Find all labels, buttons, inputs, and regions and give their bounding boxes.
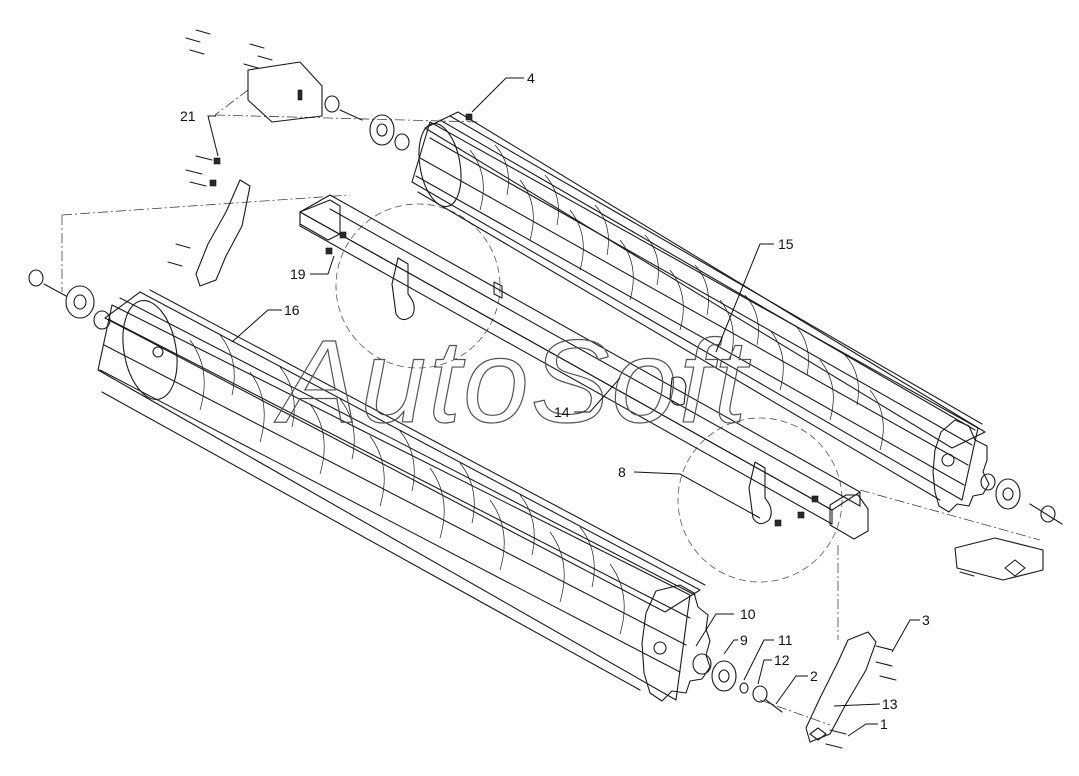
bearings-and-washers [28, 95, 1063, 713]
callout-8: 8 [618, 464, 626, 480]
callout-12: 12 [774, 652, 790, 668]
callout-3: 3 [922, 612, 930, 628]
watermark: AutoSoft [274, 316, 751, 448]
alignment-lines [61, 89, 1041, 726]
callout-1: 1 [880, 716, 888, 732]
callout-14: 14 [554, 404, 570, 420]
detail-circle-upper [335, 203, 501, 369]
callout-9: 9 [740, 632, 748, 648]
callout-4: 4 [527, 70, 535, 86]
frame-beam [299, 194, 869, 540]
callout-19: 19 [290, 266, 306, 282]
callout-21: 21 [180, 108, 196, 124]
callout-11: 11 [778, 632, 793, 648]
callout-16: 16 [284, 302, 300, 318]
callout-2: 2 [810, 668, 818, 684]
callout-15: 15 [778, 236, 794, 252]
lower-roller [97, 289, 711, 702]
callout-labels: 4 21 19 15 16 14 8 10 9 11 12 2 3 13 1 [180, 70, 930, 732]
detail-circle-lower [677, 417, 843, 583]
bracket-plates [195, 61, 1044, 743]
callout-leaders [207, 77, 920, 737]
callout-13: 13 [882, 696, 898, 712]
upper-roller [411, 111, 990, 513]
bolts-and-screws [167, 29, 975, 749]
callout-10: 10 [740, 606, 756, 622]
